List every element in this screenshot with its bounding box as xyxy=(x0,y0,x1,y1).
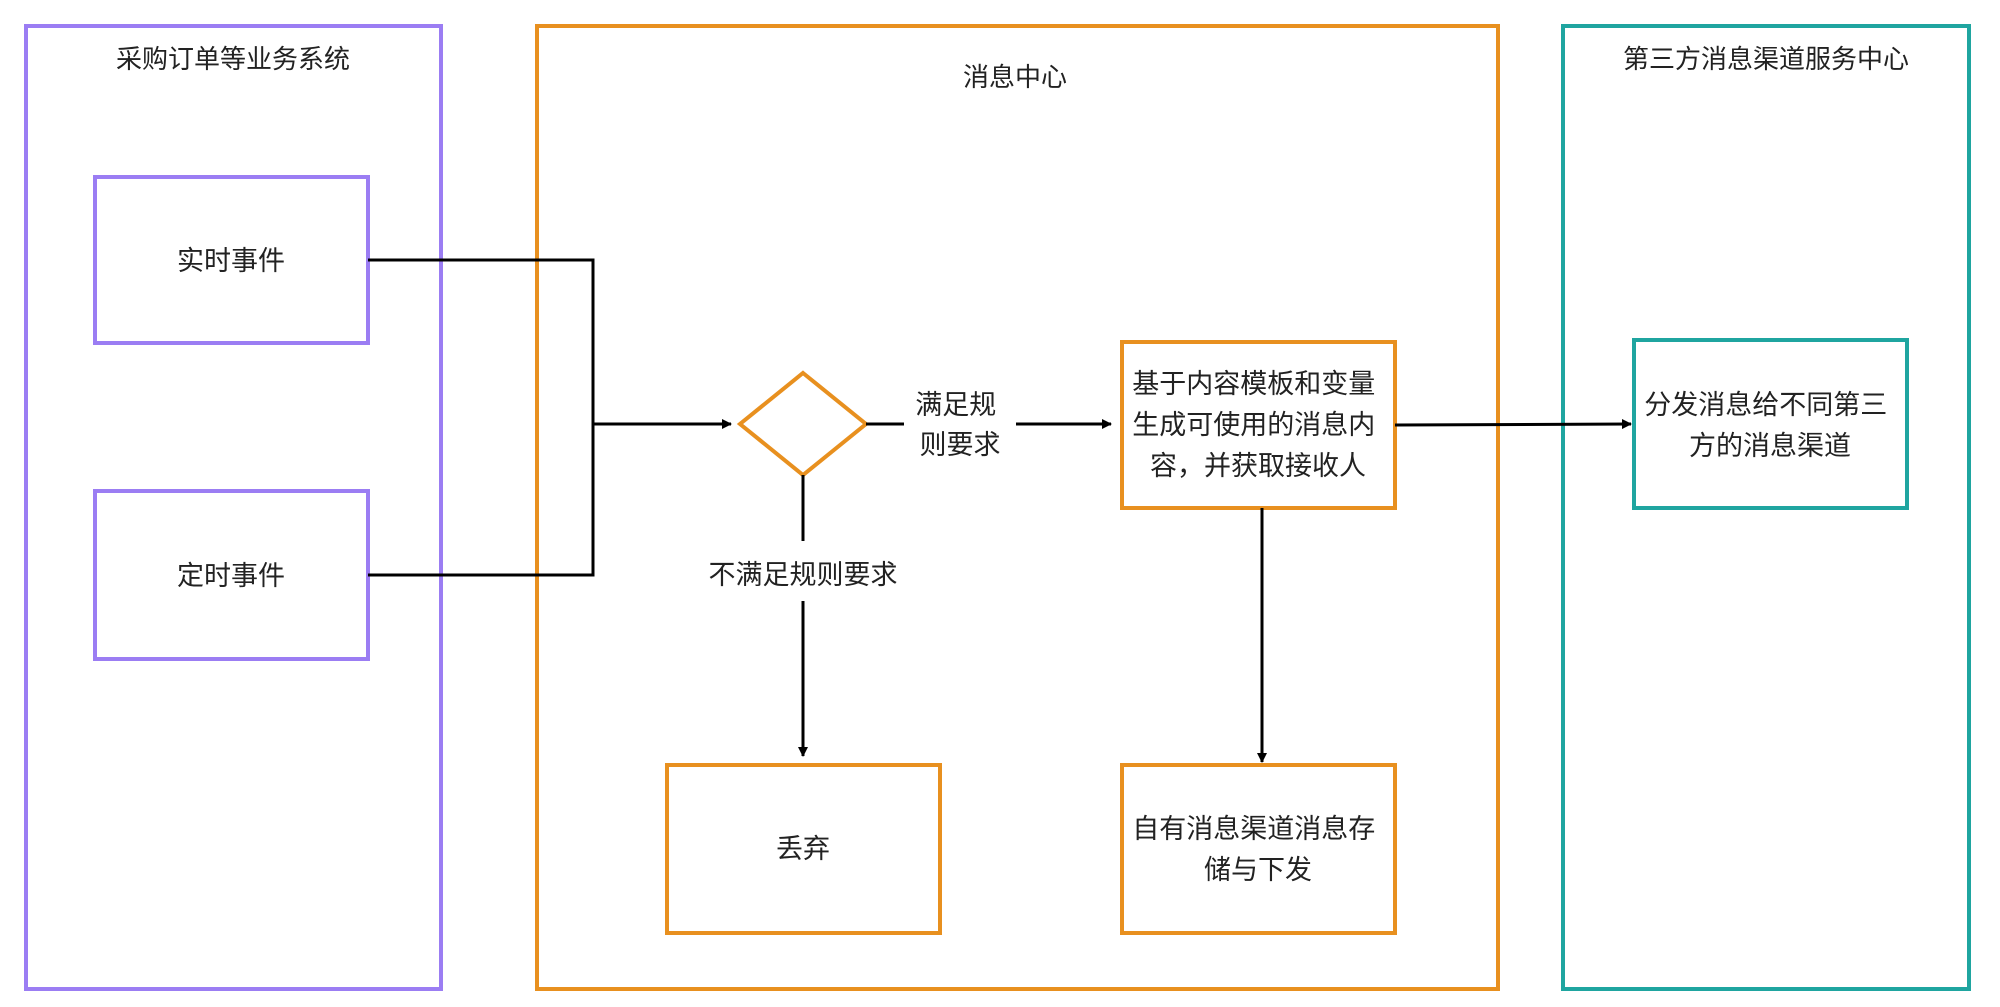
node-own-channel: 自有消息渠道消息存 储与下发 xyxy=(1120,763,1397,935)
node-own-channel-line-2: 储与下发 xyxy=(1204,855,1312,886)
node-dispatch-third-party: 分发消息给不同第三 方的消息渠道 xyxy=(1632,338,1909,510)
lane-message-center-title: 消息中心 xyxy=(963,63,1067,93)
lane-third-party: 第三方消息渠道服务中心 xyxy=(1561,24,1971,991)
lane-business-title: 采购订单等业务系统 xyxy=(116,45,350,75)
lane-business-border xyxy=(24,24,443,991)
node-realtime-event-label: 实时事件 xyxy=(177,246,285,277)
edge-meets-rules: 满足规 则要求 xyxy=(866,390,1112,461)
lane-third-party-border xyxy=(1561,24,1971,991)
merge-connectors xyxy=(368,258,732,577)
lane-third-party-title: 第三方消息渠道服务中心 xyxy=(1623,45,1909,75)
node-dispatch-third-party-label: 分发消息给不同第三 方的消息渠道 xyxy=(1644,390,1896,462)
node-generate-content: 基于内容模板和变量 生成可使用的消息内 容，并获取接收人 xyxy=(1120,340,1397,510)
lane-message-center: 消息中心 xyxy=(535,24,1500,991)
node-generate-content-label: 基于内容模板和变量 生成可使用的消息内 容，并获取接收人 xyxy=(1132,369,1384,482)
arrow-content-to-third-party xyxy=(1394,419,1632,430)
node-scheduled-event-label: 定时事件 xyxy=(177,561,285,592)
node-realtime-event: 实时事件 xyxy=(93,175,370,345)
edge-fails-rules: 不满足规则要求 xyxy=(709,475,898,757)
connector-realtime-to-merge xyxy=(368,258,595,424)
lane-message-center-border xyxy=(535,24,1500,991)
edge-meets-rules-label: 满足规 则要求 xyxy=(915,390,1005,461)
node-generate-content-line-3: 容，并获取接收人 xyxy=(1150,451,1366,482)
edge-fails-rules-label: 不满足规则要求 xyxy=(709,560,898,591)
node-dispatch-third-party-line-1: 分发消息给不同第三 xyxy=(1644,390,1887,421)
edge-meets-rules-label-line-1: 满足规 xyxy=(915,390,996,421)
lane-business-systems: 采购订单等业务系统 xyxy=(24,24,443,991)
connector-scheduled-to-merge xyxy=(368,424,595,577)
node-own-channel-label: 自有消息渠道消息存 储与下发 xyxy=(1132,814,1384,886)
node-scheduled-event: 定时事件 xyxy=(93,489,370,661)
node-generate-content-line-2: 生成可使用的消息内 xyxy=(1132,410,1375,441)
node-own-channel-box xyxy=(1120,763,1397,935)
node-discard-label: 丢弃 xyxy=(776,834,830,865)
node-discard-box xyxy=(665,763,942,935)
node-dispatch-third-party-box xyxy=(1632,338,1909,510)
edge-meets-rules-label-line-2: 则要求 xyxy=(920,430,1001,461)
node-scheduled-event-box xyxy=(93,489,370,661)
decision-diamond xyxy=(736,370,870,478)
node-own-channel-line-1: 自有消息渠道消息存 xyxy=(1132,814,1375,845)
node-rule-check xyxy=(736,370,870,478)
node-dispatch-third-party-line-2: 方的消息渠道 xyxy=(1689,431,1851,462)
node-discard: 丢弃 xyxy=(665,763,942,935)
node-generate-content-line-1: 基于内容模板和变量 xyxy=(1132,369,1375,400)
